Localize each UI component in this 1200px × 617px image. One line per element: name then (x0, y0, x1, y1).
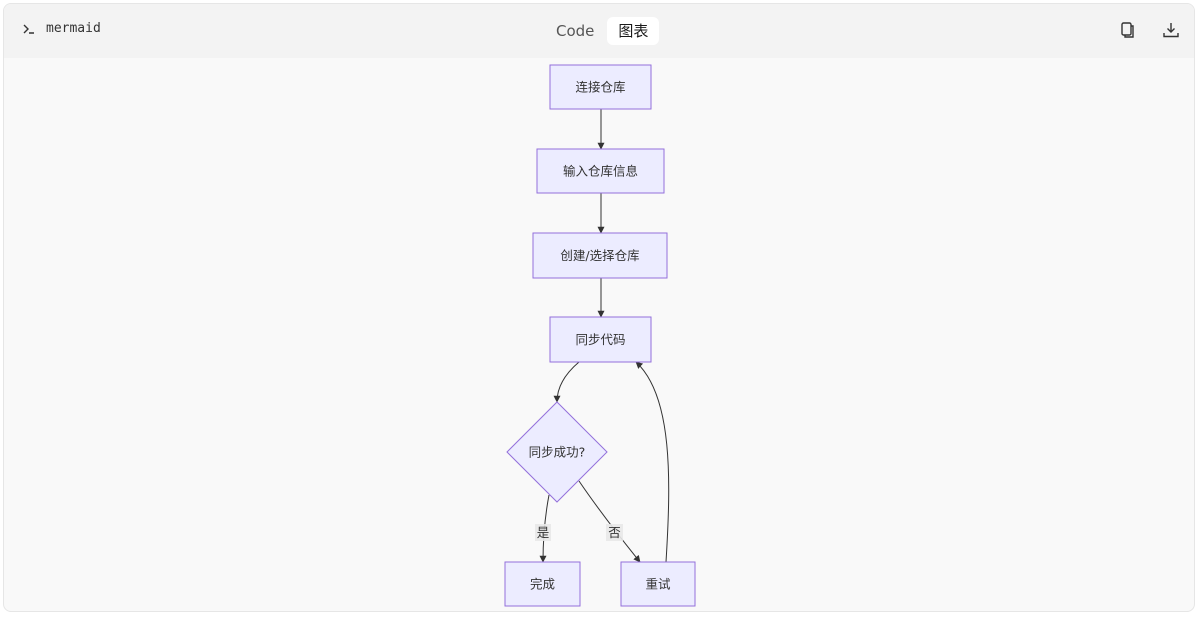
node-connect-repo: 连接仓库 (549, 64, 652, 110)
tab-code[interactable]: Code (556, 22, 595, 40)
edge-label-no: 否 (606, 524, 623, 541)
node-done: 完成 (504, 561, 581, 607)
svg-text:连接仓库: 连接仓库 (575, 80, 625, 95)
node-sync-code: 同步代码 (549, 316, 652, 363)
view-tabs: Code 图表 (545, 17, 660, 45)
copy-icon[interactable] (1118, 21, 1136, 39)
node-create-select-repo: 创建/选择仓库 (532, 232, 668, 279)
mermaid-code-block: mermaid Code 图表 (3, 3, 1195, 612)
node-retry: 重试 (620, 561, 696, 607)
language-label: mermaid (46, 21, 101, 36)
svg-text:否: 否 (608, 525, 621, 540)
svg-text:重试: 重试 (645, 577, 671, 592)
node-sync-success-decision: 同步成功? (506, 401, 608, 503)
language-indicator: mermaid (22, 21, 101, 36)
svg-text:完成: 完成 (530, 577, 555, 592)
edge-label-yes: 是 (535, 524, 551, 541)
header-actions (1118, 21, 1180, 39)
download-icon[interactable] (1162, 21, 1180, 39)
svg-text:输入仓库信息: 输入仓库信息 (563, 164, 638, 179)
svg-text:同步成功?: 同步成功? (529, 445, 586, 460)
edge-sync-decision (553, 361, 580, 403)
terminal-icon (23, 24, 34, 34)
svg-text:是: 是 (537, 525, 550, 540)
code-block-header: mermaid Code 图表 (4, 4, 1194, 58)
edge-decision-retry (578, 480, 641, 563)
flowchart-diagram: 是 否 连接仓库 输入仓库信息 创建/选择仓库 同步代码 同步成功? (504, 64, 696, 607)
tab-diagram[interactable]: 图表 (607, 17, 660, 45)
edge-retry-sync (635, 361, 670, 563)
node-input-repo-info: 输入仓库信息 (536, 148, 665, 194)
svg-text:创建/选择仓库: 创建/选择仓库 (560, 248, 639, 263)
svg-text:同步代码: 同步代码 (575, 332, 625, 347)
